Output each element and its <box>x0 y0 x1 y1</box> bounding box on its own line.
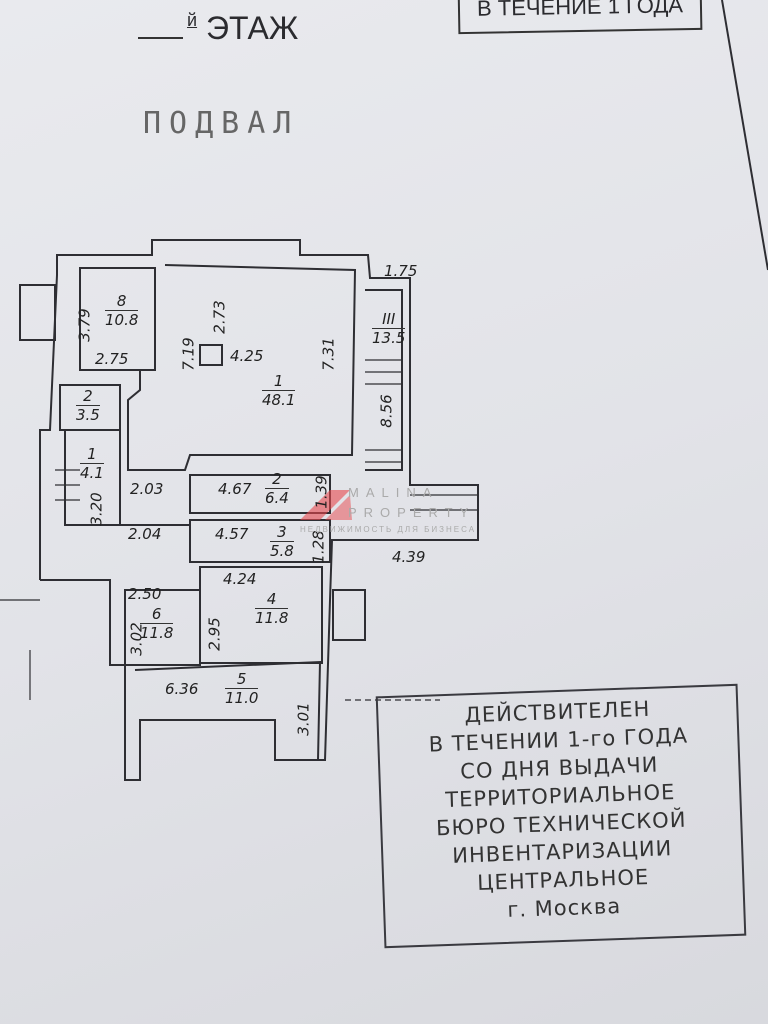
brand-line2: PROPERTY <box>348 505 476 520</box>
dimension: 3.02 <box>127 622 146 656</box>
floor-title: й ЭТАЖ <box>138 10 298 47</box>
dimension: 6.36 <box>165 680 199 698</box>
outer-wall <box>39 239 479 781</box>
logo-mark <box>300 490 350 520</box>
dimension: 2.50 <box>128 585 162 603</box>
room-5-wall <box>134 660 322 761</box>
brand-line1: MALINA <box>348 485 439 500</box>
corridor-2-wall <box>110 524 191 560</box>
room-2-wall <box>189 474 331 514</box>
floor-suffix: й <box>187 10 198 30</box>
dimension: 4.39 <box>392 548 426 566</box>
watermark-logo <box>300 490 352 520</box>
dimension: 1.39 <box>312 475 331 509</box>
dimension: 2.03 <box>130 480 164 498</box>
dimension: 2.95 <box>205 617 224 651</box>
brand-tagline: НЕДВИЖИМОСТЬ ДЛЯ БИЗНЕСА <box>300 525 477 534</box>
dimension: 8.56 <box>377 394 396 428</box>
dimension: 4.24 <box>223 570 257 588</box>
dimension: 4.25 <box>230 347 264 365</box>
floor-label: ЭТАЖ <box>205 10 299 46</box>
dimension: 4.57 <box>215 525 249 543</box>
dimension: 2.73 <box>210 300 229 334</box>
validity-stamp: ДЕЙСТВИТЕЛЕН В ТЕЧЕНИИ 1-го ГОДА СО ДНЯ … <box>375 683 747 949</box>
floor-name: ПОДВАЛ <box>143 106 300 141</box>
dimension: 2.04 <box>128 525 162 543</box>
corridor-wall <box>365 289 403 471</box>
dimension: 7.19 <box>179 337 198 371</box>
pit <box>19 284 56 341</box>
dimension: 7.31 <box>319 337 338 371</box>
dimension: 3.79 <box>75 308 94 342</box>
dimension: 3.20 <box>87 492 106 526</box>
window-well <box>332 589 366 641</box>
dimension: 2.75 <box>95 350 129 368</box>
room-1-wall <box>127 264 357 471</box>
room-8-wall <box>79 267 156 371</box>
room-1-small-wall <box>64 429 121 526</box>
dimension: 1.75 <box>384 262 418 280</box>
dimension: 4.67 <box>218 480 252 498</box>
dimension: 3.01 <box>294 702 313 736</box>
room-6-wall <box>124 589 201 666</box>
page-edge <box>721 0 768 271</box>
column <box>199 344 223 366</box>
dimension: 1.28 <box>309 530 328 564</box>
